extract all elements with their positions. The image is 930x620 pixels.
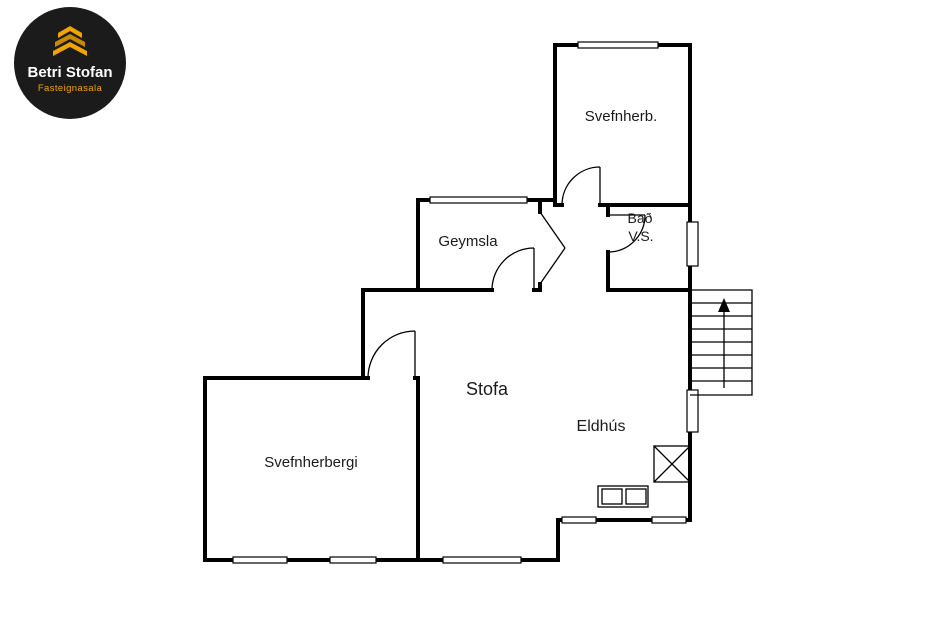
sink-basin-left	[601, 488, 623, 505]
kitchen-fixtures	[597, 445, 691, 508]
brand-logo: Betri Stofan Fasteignasala	[14, 7, 126, 119]
window-storage	[429, 196, 528, 204]
room-label-eldhus: Eldhús	[577, 418, 626, 435]
sink-counter	[597, 485, 649, 508]
room-label-geymsla: Geymsla	[438, 233, 498, 250]
staircase-steps	[690, 302, 752, 382]
windows	[232, 41, 699, 564]
appliance-cross	[653, 445, 691, 483]
window-bottom-2	[329, 556, 377, 564]
window-top-bedroom	[577, 41, 659, 49]
door-hallway-folding	[539, 211, 566, 285]
room-labels: Svefnherb. Bað V.S. Geymsla Stofa Eldhús…	[264, 108, 657, 471]
sink-basin-right	[625, 488, 647, 505]
room-label-svefnherb: Svefnherb.	[585, 108, 658, 125]
door-bathroom	[607, 214, 646, 253]
window-right-bath	[686, 221, 699, 267]
door-bedroom-main	[367, 330, 416, 379]
window-kitchen-2	[651, 516, 687, 524]
doors	[367, 166, 646, 379]
staircase	[690, 289, 753, 396]
room-label-bad: Bað	[628, 210, 653, 226]
walls	[203, 43, 692, 562]
room-label-vs: V.S.	[628, 228, 653, 244]
logo-title: Betri Stofan	[27, 64, 112, 81]
window-kitchen-1	[561, 516, 597, 524]
logo-circle	[14, 7, 126, 119]
door-bedroom-top	[561, 166, 601, 206]
room-label-svefnherbergi: Svefnherbergi	[264, 454, 357, 471]
logo-tagline: Fasteignasala	[38, 83, 103, 94]
window-right-kitchen	[686, 389, 699, 433]
door-storage	[491, 247, 535, 291]
appliance-box	[653, 445, 691, 483]
staircase-arrow-head	[718, 298, 730, 312]
room-label-stofa: Stofa	[466, 379, 509, 399]
window-bottom-1	[232, 556, 288, 564]
logo-steps-icon	[53, 26, 87, 56]
window-bottom-3	[442, 556, 522, 564]
